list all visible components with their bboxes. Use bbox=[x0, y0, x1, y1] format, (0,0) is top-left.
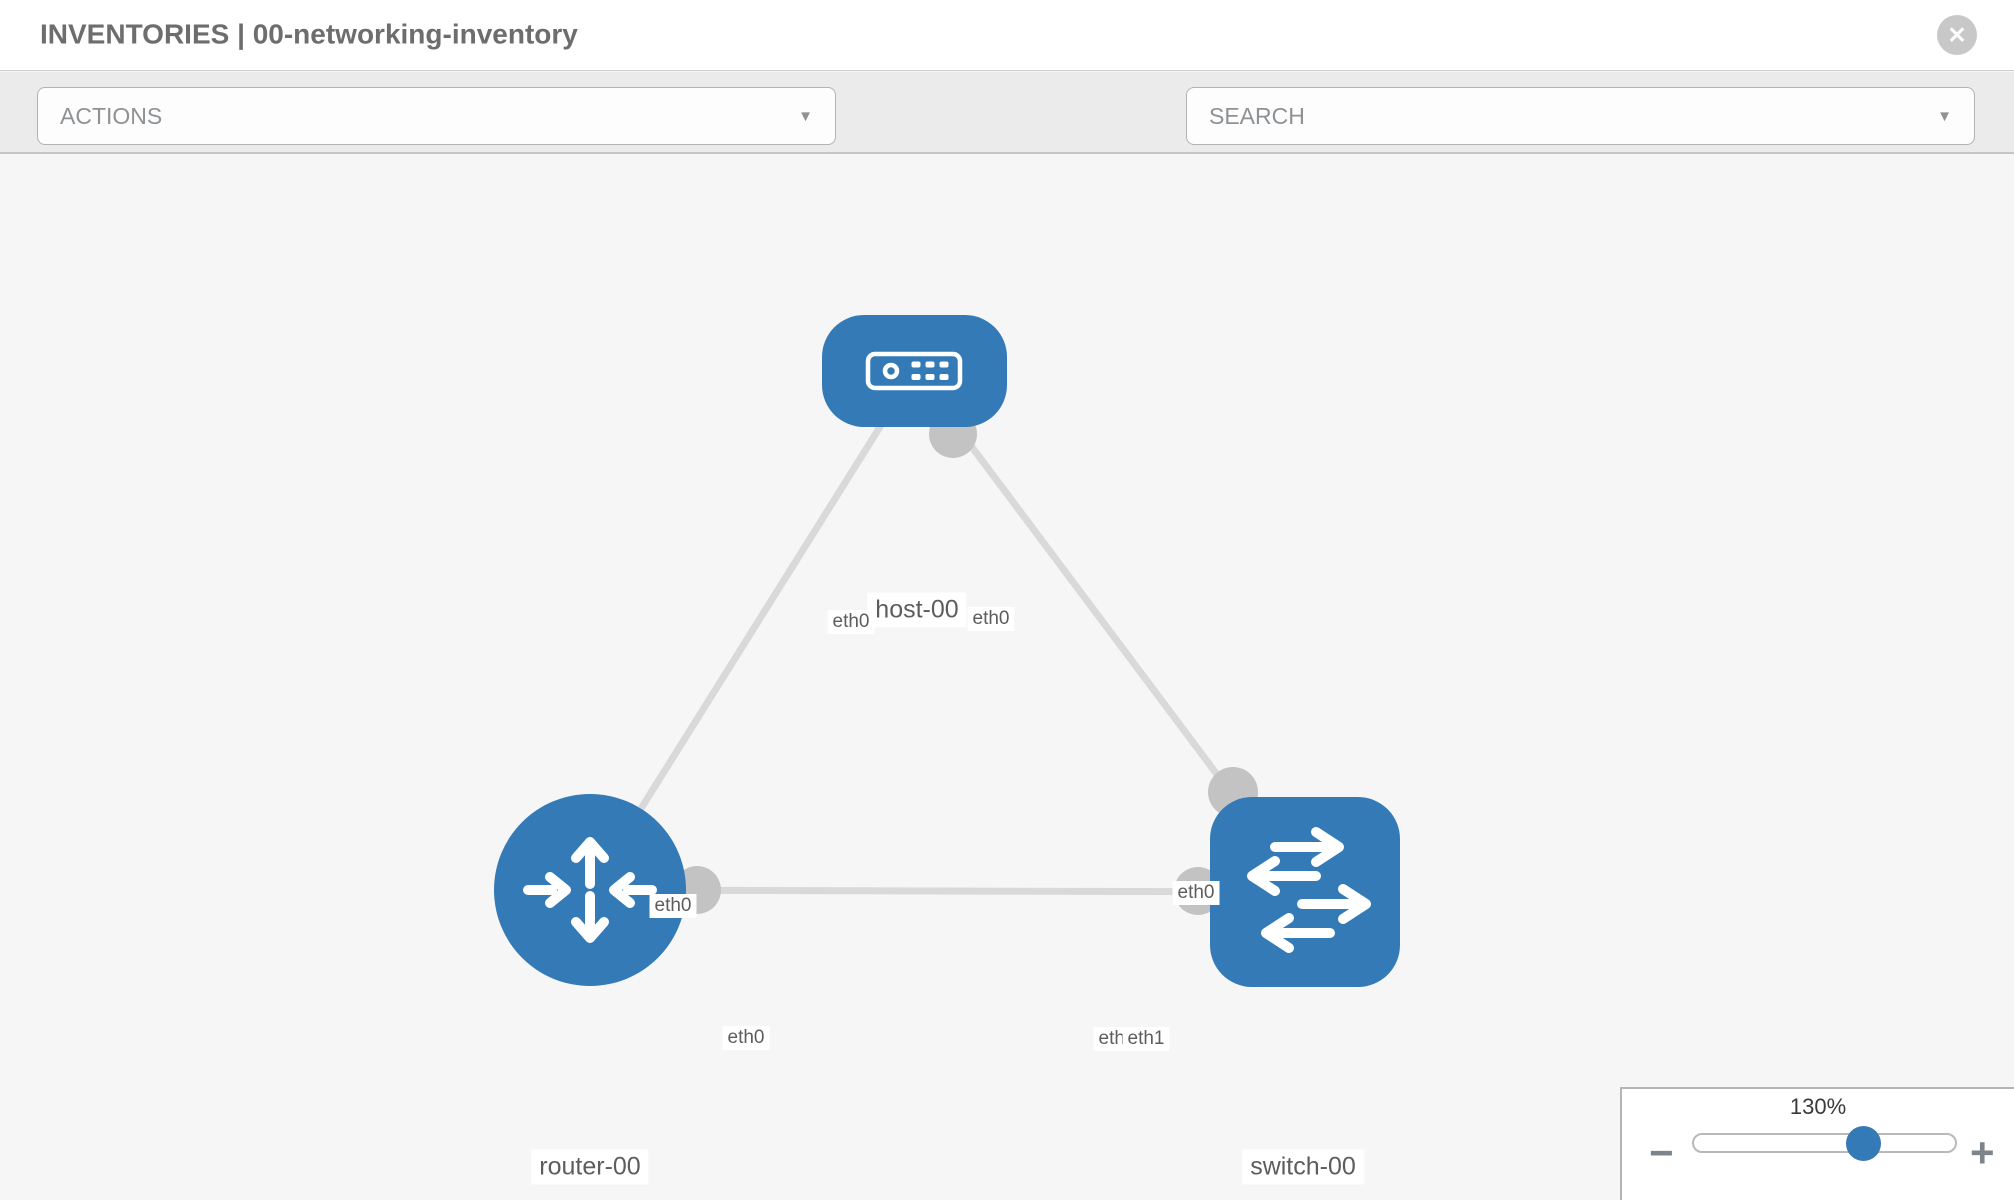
zoom-level-value: 130% bbox=[1789, 1094, 1847, 1119]
zoom-control-panel: 130% − + bbox=[1620, 1087, 2014, 1200]
chevron-down-icon: ▼ bbox=[1937, 107, 1952, 125]
actions-dropdown[interactable]: ACTIONS ▼ bbox=[37, 87, 836, 145]
node-label-router: router-00 bbox=[531, 1149, 649, 1185]
router-icon bbox=[523, 837, 657, 943]
close-icon[interactable]: ✕ bbox=[1937, 15, 1977, 55]
node-switch[interactable] bbox=[1210, 797, 1400, 987]
node-label-switch: switch-00 bbox=[1242, 1149, 1364, 1185]
topology-canvas[interactable]: host-00 router-00 switch-00 eth0 eth0 et… bbox=[0, 154, 2014, 1200]
interface-label-host-eth0-left: eth0 bbox=[827, 610, 875, 634]
page-title: INVENTORIES | 00-networking-inventory bbox=[40, 18, 578, 50]
switch-icon bbox=[1247, 827, 1371, 953]
actions-dropdown-label: ACTIONS bbox=[60, 102, 163, 129]
node-host[interactable] bbox=[822, 315, 1007, 427]
link-host-router[interactable] bbox=[587, 369, 918, 892]
topology-graph bbox=[494, 315, 1400, 987]
window-header: INVENTORIES | 00-networking-inventory ✕ bbox=[0, 0, 2014, 71]
node-label-host: host-00 bbox=[867, 592, 967, 628]
interface-label-host-eth0-right: eth0 bbox=[967, 607, 1015, 631]
zoom-slider-track[interactable] bbox=[1692, 1133, 1957, 1153]
zoom-slider-thumb[interactable] bbox=[1846, 1126, 1881, 1161]
search-dropdown-label: SEARCH bbox=[1209, 102, 1305, 129]
interface-connectors bbox=[673, 410, 1258, 915]
node-router[interactable] bbox=[494, 794, 686, 986]
interface-label-router-eth0-right: eth0 bbox=[722, 1026, 770, 1050]
search-dropdown[interactable]: SEARCH ▼ bbox=[1186, 87, 1975, 145]
interface-label-switch-eth0-top: eth0 bbox=[1172, 881, 1220, 905]
interface-label-router-eth0-top: eth0 bbox=[649, 894, 697, 918]
chevron-down-icon: ▼ bbox=[798, 107, 813, 125]
host-icon bbox=[865, 351, 963, 391]
toolbar: ACTIONS ▼ SEARCH ▼ bbox=[0, 72, 2014, 203]
interface-label-switch-eth1-left: eth1 bbox=[1122, 1027, 1170, 1051]
